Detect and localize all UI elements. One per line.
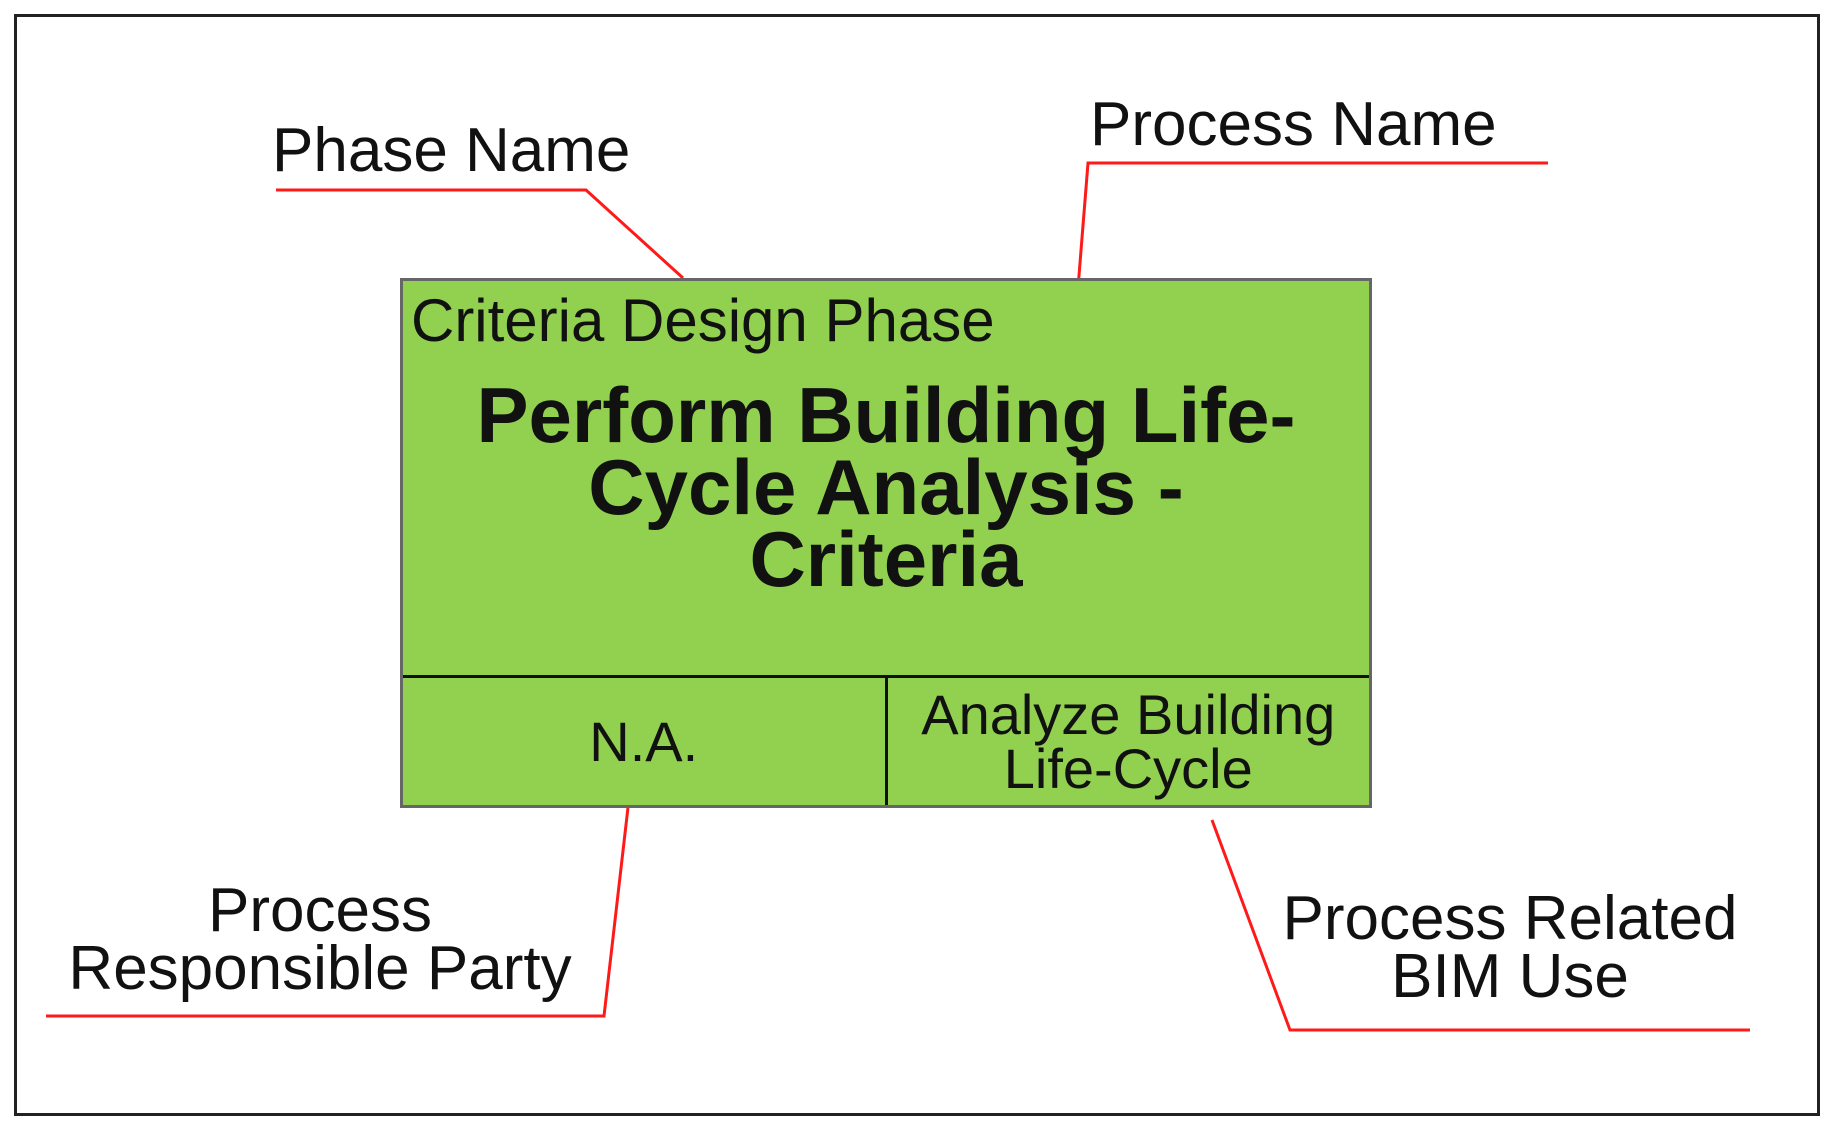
process-box-header: Criteria Design Phase Perform Building L… xyxy=(403,281,1369,676)
bim-use-callout-line-2: BIM Use xyxy=(1391,942,1629,1011)
process-title-line-1: Perform Building Life- xyxy=(476,371,1296,459)
process-box-footer: N.A. Analyze Building Life-Cycle xyxy=(403,675,1369,805)
phase-name-callout: Phase Name xyxy=(272,116,631,185)
process-title-line-2: Cycle Analysis - xyxy=(588,443,1184,531)
responsible-party-callout-line-1: Process xyxy=(208,876,432,945)
responsible-party-callout-line-2: Responsible Party xyxy=(68,934,572,1003)
bim-use-text-line-2: Life-Cycle xyxy=(1003,736,1253,800)
process-box: Criteria Design Phase Perform Building L… xyxy=(400,278,1372,808)
phase-name-leader xyxy=(276,188,685,280)
bim-use-cell: Analyze Building Life-Cycle xyxy=(888,678,1370,805)
bim-use-text-line-1: Analyze Building xyxy=(921,682,1336,746)
diagram-frame xyxy=(14,14,1820,1116)
responsible-party-text: N.A. xyxy=(589,709,699,773)
process-name-callout: Process Name xyxy=(1090,90,1497,159)
phase-name-text: Criteria Design Phase xyxy=(411,287,995,354)
responsible-party-leader xyxy=(46,789,632,1018)
bim-use-leader xyxy=(1210,819,1750,1032)
bim-use-callout: Process Related BIM Use xyxy=(1260,884,1760,1011)
bim-use-callout-line-1: Process Related xyxy=(1282,884,1738,953)
process-title-line-3: Criteria xyxy=(749,515,1023,603)
responsible-party-callout: Process Responsible Party xyxy=(40,876,600,1003)
process-title: Perform Building Life- Cycle Analysis - … xyxy=(413,371,1359,603)
responsible-party-cell: N.A. xyxy=(403,678,888,805)
